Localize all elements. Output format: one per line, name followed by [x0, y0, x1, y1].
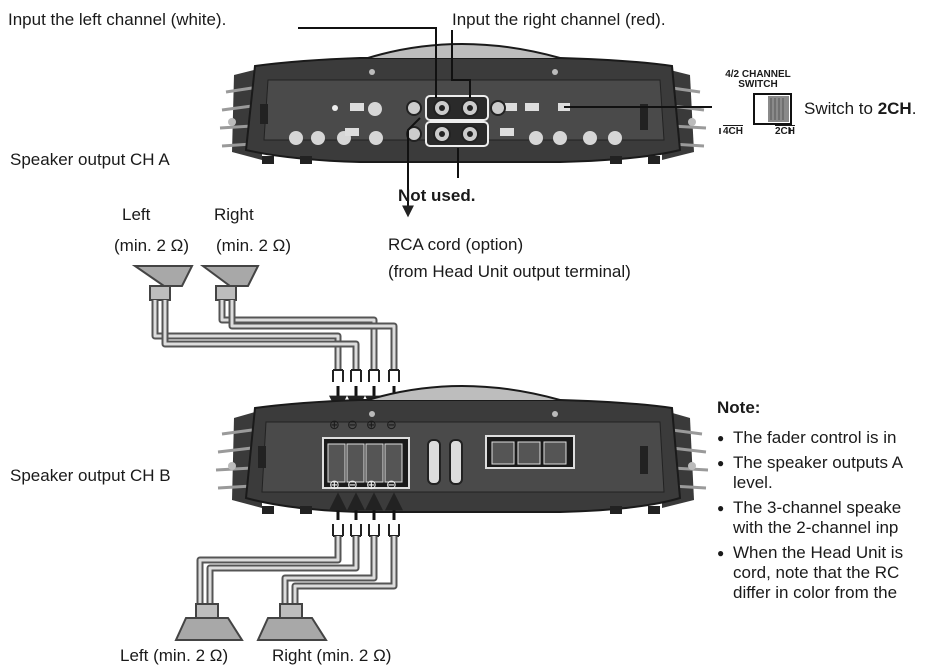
polarity-plus: ⊕	[366, 417, 377, 432]
note-item: The 3-channel speake	[717, 498, 948, 518]
switch-value: 2CH	[877, 99, 912, 118]
note-item-continued: cord, note that the RC	[733, 563, 900, 582]
amplifier-top	[219, 43, 707, 164]
note-item-continued: differ in color from the	[733, 583, 898, 602]
speaker-right-a	[199, 265, 260, 301]
switch-4ch-label: 4CH	[722, 126, 743, 137]
polarity-minus: ⊖	[347, 417, 358, 432]
input-left-label: Input the left channel (white).	[8, 10, 227, 29]
switch-2ch-label: 2CH	[774, 126, 795, 137]
speaker-left-a	[131, 265, 194, 301]
amplifier-bottom	[215, 385, 709, 514]
note-item: The speaker outputs A	[717, 453, 948, 473]
speaker-output-a-label: Speaker output CH A	[10, 150, 170, 169]
polarity-plus: ⊕	[329, 477, 340, 492]
left-b-label: Left (min. 2 Ω)	[120, 646, 229, 665]
polarity-plus: ⊕	[329, 417, 340, 432]
right-b-label: Right (min. 2 Ω)	[272, 646, 392, 665]
polarity-minus: ⊖	[386, 417, 397, 432]
right-a-label: Right	[214, 205, 254, 224]
switch-title-line2: SWITCH	[738, 79, 778, 90]
speaker-right-b	[256, 603, 328, 641]
input-right-label: Input the right channel (red).	[452, 10, 666, 29]
switch-title-line1: 4/2 CHANNEL	[725, 69, 791, 80]
channel-switch	[719, 93, 792, 134]
note-item: The fader control is in	[717, 428, 948, 448]
rca-source-label: (from Head Unit output terminal)	[388, 262, 631, 281]
speaker-left-b	[174, 603, 244, 641]
rca-cord-label: RCA cord (option)	[388, 235, 524, 254]
right-a-spec: (min. 2 Ω)	[216, 236, 292, 255]
note-title: Note:	[717, 398, 761, 417]
not-used-label: Not used.	[398, 186, 476, 205]
note-list: The fader control is in The speaker outp…	[717, 428, 948, 608]
note-item-continued: with the 2-channel inp	[733, 518, 899, 537]
note-item: When the Head Unit is	[717, 543, 948, 563]
left-a-spec: (min. 2 Ω)	[114, 236, 190, 255]
switch-suffix: .	[911, 99, 917, 118]
switch-prefix: Switch to	[804, 99, 878, 118]
switch-instruction: Switch to 2CH.	[804, 99, 916, 119]
speaker-output-b-label: Speaker output CH B	[10, 466, 171, 485]
left-a-label: Left	[122, 205, 151, 224]
polarity-plus: ⊕	[366, 477, 377, 492]
note-item-continued: level.	[733, 473, 773, 492]
polarity-minus: ⊖	[386, 477, 397, 492]
polarity-minus: ⊖	[347, 477, 358, 492]
